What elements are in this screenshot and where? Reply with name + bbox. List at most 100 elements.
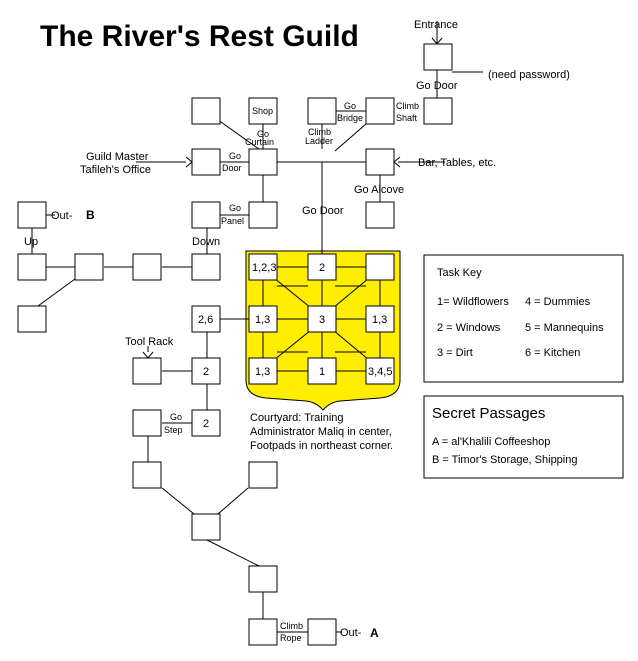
bar-tables-label: Bar, Tables, etc.	[418, 157, 496, 169]
room-2a[interactable]	[191, 357, 221, 385]
room-label-26: 2,6	[198, 314, 213, 326]
go-curtain-label-1: Go	[257, 129, 269, 139]
room-south-1[interactable]	[132, 461, 162, 489]
climb-shaft-label-2: Shaft	[396, 113, 418, 123]
room-c-13sw[interactable]	[248, 357, 278, 385]
room-label-c13sw: 1,3	[255, 366, 270, 378]
climb-ladder-label-2: Ladder	[305, 136, 333, 146]
room-west-1[interactable]	[17, 253, 47, 281]
room-out-b[interactable]	[17, 201, 47, 229]
room-label-c13e: 1,3	[372, 314, 387, 326]
guild-master-label-2: Tafileh's Office	[80, 164, 151, 176]
task-key-item: 1= Wildflowers	[437, 296, 509, 308]
map-title: The River's Rest Guild	[40, 20, 359, 53]
room-labels: 2,6 2 2 1,2,3 2 1,3 3 1,3 1,3 1 3,4,5	[198, 262, 392, 430]
secret-passages-title: Secret Passages	[432, 405, 545, 422]
room-west-5[interactable]	[17, 305, 47, 333]
room-c-13e[interactable]	[365, 305, 395, 333]
room-nw-top[interactable]	[191, 97, 221, 125]
room-c-13w[interactable]	[248, 305, 278, 333]
room-panel-east[interactable]	[248, 201, 278, 229]
annotations: Entrance (need password) Go Door Shop Go…	[24, 19, 570, 643]
go-bridge-label-1: Go	[344, 101, 356, 111]
room-c-345[interactable]	[365, 357, 395, 385]
climb-ladder-label-1: Climb	[308, 127, 331, 137]
guild-master-label-1: Guild Master	[86, 151, 149, 163]
room-label-c123: 1,2,3	[252, 262, 276, 274]
room-south-2[interactable]	[248, 461, 278, 489]
task-key-title: Task Key	[437, 267, 482, 279]
room-south-3[interactable]	[191, 513, 221, 541]
room-tool-rack[interactable]	[132, 357, 162, 385]
room-entrance[interactable]	[423, 43, 453, 71]
go-step-label-1: Go	[170, 412, 182, 422]
secret-passages-box: Secret Passages A = al'Khalili Coffeesho…	[423, 395, 624, 479]
room-label-c13w: 1,3	[255, 314, 270, 326]
out-a-label: Out-	[340, 627, 362, 639]
task-key-item: 2 = Windows	[437, 322, 501, 334]
go-door-office-label-1: Go	[229, 151, 241, 161]
room-ladder-top[interactable]	[307, 97, 337, 125]
go-step-label-2: Step	[164, 425, 183, 435]
room-c-2[interactable]	[307, 253, 337, 281]
shop-label: Shop	[252, 106, 273, 116]
a-marker: A	[370, 626, 379, 640]
climb-rope-label-1: Climb	[280, 621, 303, 631]
secret-passage-item: B = Timor's Storage, Shipping	[432, 454, 577, 466]
room-label-c1: 1	[319, 366, 325, 378]
room-west-3[interactable]	[132, 253, 162, 281]
b-marker: B	[86, 208, 95, 222]
courtyard-caption-2: Administrator Maliq in center,	[250, 426, 392, 438]
up-label: Up	[24, 236, 38, 248]
room-west-2[interactable]	[74, 253, 104, 281]
room-c-123[interactable]	[248, 253, 278, 281]
room-c-1[interactable]	[307, 357, 337, 385]
go-door-courtyard-label: Go Door	[302, 205, 344, 217]
go-alcove-label: Go Alcove	[354, 184, 404, 196]
room-c-ne[interactable]	[365, 253, 395, 281]
room-26[interactable]	[191, 305, 221, 333]
room-label-2a: 2	[203, 366, 209, 378]
entrance-label: Entrance	[414, 19, 458, 31]
go-bridge-label-2: Bridge	[337, 113, 363, 123]
room-2b[interactable]	[191, 409, 221, 437]
room-label-c345: 3,4,5	[368, 366, 392, 378]
down-label: Down	[192, 236, 220, 248]
courtyard-caption-3: Footpads in northeast corner.	[250, 440, 393, 452]
room-shaft[interactable]	[365, 97, 395, 125]
need-password-label: (need password)	[488, 69, 570, 81]
room-hall-west[interactable]	[248, 148, 278, 176]
room-south-4[interactable]	[248, 565, 278, 593]
room-label-c3: 3	[319, 314, 325, 326]
out-b-label: Out-	[51, 210, 73, 222]
room-alcove[interactable]	[365, 201, 395, 229]
room-rope[interactable]	[248, 618, 278, 646]
go-panel-label-1: Go	[229, 203, 241, 213]
task-key-box: Task Key 1= Wildflowers 4 = Dummies 2 = …	[423, 254, 624, 383]
room-label-c2: 2	[319, 262, 325, 274]
go-door-top-label: Go Door	[416, 80, 458, 92]
go-panel-label-2: Panel	[221, 216, 244, 226]
go-curtain-label-2: Curtain	[245, 137, 274, 147]
task-key-item: 3 = Dirt	[437, 347, 473, 359]
task-key-item: 5 = Mannequins	[525, 322, 604, 334]
rooms	[17, 43, 453, 646]
task-key-item: 4 = Dummies	[525, 296, 591, 308]
room-gate[interactable]	[423, 97, 453, 125]
room-label-2b: 2	[203, 418, 209, 430]
room-shop[interactable]	[248, 97, 278, 125]
room-hall-east[interactable]	[365, 148, 395, 176]
room-panel-west[interactable]	[191, 201, 221, 229]
room-office[interactable]	[191, 148, 221, 176]
room-c-3[interactable]	[307, 305, 337, 333]
tool-rack-label: Tool Rack	[125, 336, 174, 348]
connectors	[31, 21, 483, 633]
task-key-item: 6 = Kitchen	[525, 347, 580, 359]
go-door-office-label-2: Door	[222, 163, 242, 173]
secret-passage-item: A = al'Khalili Coffeeshop	[432, 436, 550, 448]
courtyard-caption-1: Courtyard: Training	[250, 412, 344, 424]
room-west-4[interactable]	[191, 253, 221, 281]
room-out-a[interactable]	[307, 618, 337, 646]
room-step[interactable]	[132, 409, 162, 437]
